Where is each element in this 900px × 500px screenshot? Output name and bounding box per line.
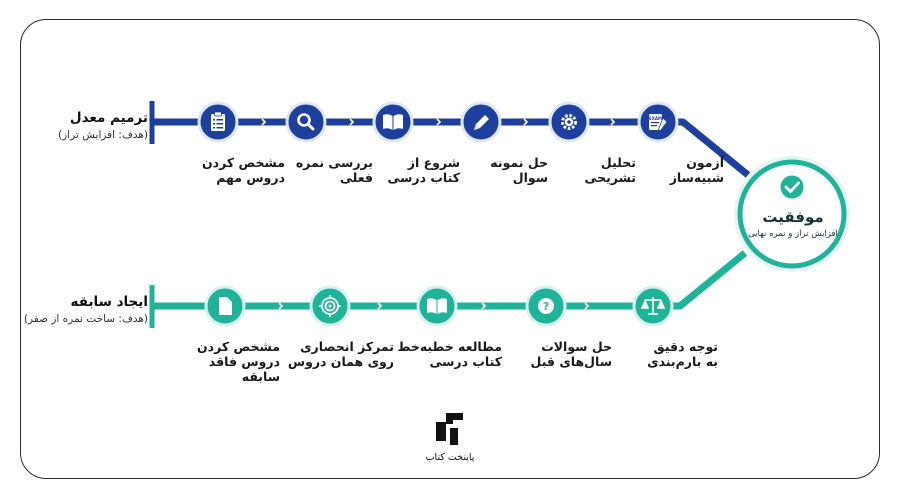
top-row-path bbox=[149, 101, 751, 178]
bottom-row-title: ایجاد سابقه bbox=[70, 294, 148, 310]
success-subtitle: افزایش تراز و نمره نهایی bbox=[748, 229, 838, 239]
top-step-node bbox=[460, 101, 502, 143]
svg-text:EXAM: EXAM bbox=[649, 116, 662, 121]
top-step-node bbox=[197, 101, 239, 143]
target-icon bbox=[319, 295, 341, 317]
bottom-step-node bbox=[632, 285, 674, 327]
diagram-frame bbox=[20, 19, 880, 479]
top-step-node: EXAM bbox=[637, 101, 679, 143]
svg-text:?: ? bbox=[543, 300, 549, 313]
gear-icon bbox=[561, 114, 577, 130]
book-icon bbox=[383, 114, 403, 130]
top-step-node bbox=[548, 101, 590, 143]
book-icon bbox=[427, 298, 447, 314]
magnifier-icon bbox=[297, 113, 315, 131]
brand-name: پاینخت کتاب bbox=[425, 452, 475, 463]
success-title: موفقیت bbox=[762, 208, 824, 226]
exam-icon: EXAM bbox=[649, 114, 668, 132]
scale-icon bbox=[640, 297, 666, 315]
top-row-subtitle: (هدف: افزایش تراز) bbox=[58, 129, 148, 141]
top-step-node bbox=[285, 101, 327, 143]
top-row-title: ترمیم معدل bbox=[69, 110, 148, 126]
bottom-row-chevrons bbox=[278, 302, 590, 310]
question-icon: ? bbox=[538, 298, 554, 314]
clipboard-icon bbox=[211, 111, 225, 131]
document-icon bbox=[219, 297, 232, 315]
success-node bbox=[734, 156, 850, 272]
bottom-step-node bbox=[416, 285, 458, 327]
bottom-step-node bbox=[309, 285, 351, 327]
pencil-icon bbox=[474, 115, 489, 130]
bottom-step-node: ? bbox=[525, 285, 567, 327]
brand-logo-icon bbox=[436, 413, 463, 445]
check-icon bbox=[780, 175, 804, 199]
top-row-chevrons bbox=[261, 118, 616, 126]
top-step-node bbox=[372, 101, 414, 143]
bottom-step-node bbox=[204, 285, 246, 327]
bottom-row-subtitle: (هدف: ساخت نمره از صفر) bbox=[23, 313, 148, 325]
